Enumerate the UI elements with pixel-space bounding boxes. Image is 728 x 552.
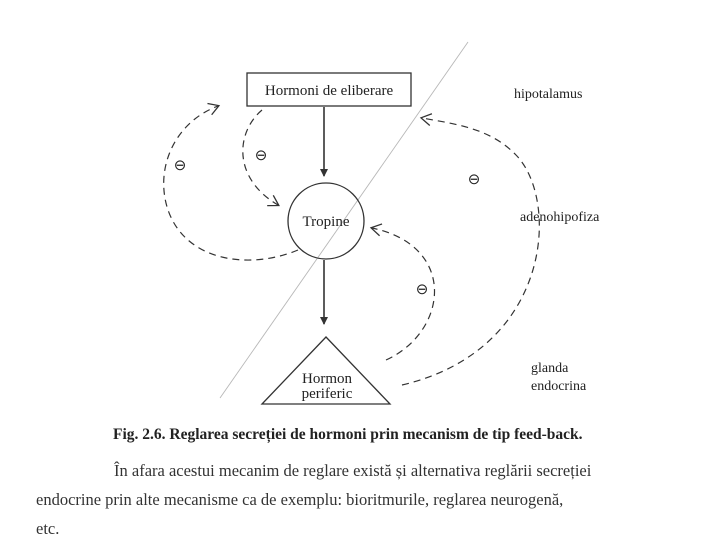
level-gland-line2: endocrina [531,379,587,394]
paragraph-line: etc. [36,519,60,538]
peripheral-hormone-label-line2: periferic [302,386,353,402]
level-hypothalamus: hipotalamus [514,87,582,102]
feedback-diagram: Hormoni de eliberare Tropine Hormon peri… [163,41,600,405]
body-paragraph: În afara acestui mecanim de reglare exis… [36,456,716,543]
feedback-arc-peripheral-to-tropins [369,223,436,361]
level-gland-line1: glanda [531,361,569,376]
inhibition-icon: ⊖ [416,282,429,298]
paragraph-line: În afara acestui mecanim de reglare exis… [114,461,592,480]
feedback-arc-releasing-to-tropins [242,109,280,207]
releasing-hormones-label: Hormoni de eliberare [265,83,394,99]
inhibition-icon: ⊖ [174,158,187,174]
tropins-label: Tropine [303,214,350,230]
diagonal-line [219,41,469,399]
releasing-hormones-box [246,72,412,107]
peripheral-hormone-label-line1: Hormon [302,371,352,387]
inhibition-icon: ⊖ [255,148,268,164]
feedback-arc-peripheral-to-releasing [401,113,540,386]
tropins-circle [287,182,365,260]
level-adenohypophysis: adenohipofiza [520,210,600,225]
feedback-arc-tropins-to-releasing [163,102,299,261]
inhibition-icon: ⊖ [468,172,481,188]
peripheral-hormone-triangle [260,336,392,405]
paragraph-line: endocrine prin alte mecanisme ca de exem… [36,490,564,509]
figure-caption: Fig. 2.6. Reglarea secreției de hormoni … [113,426,583,443]
